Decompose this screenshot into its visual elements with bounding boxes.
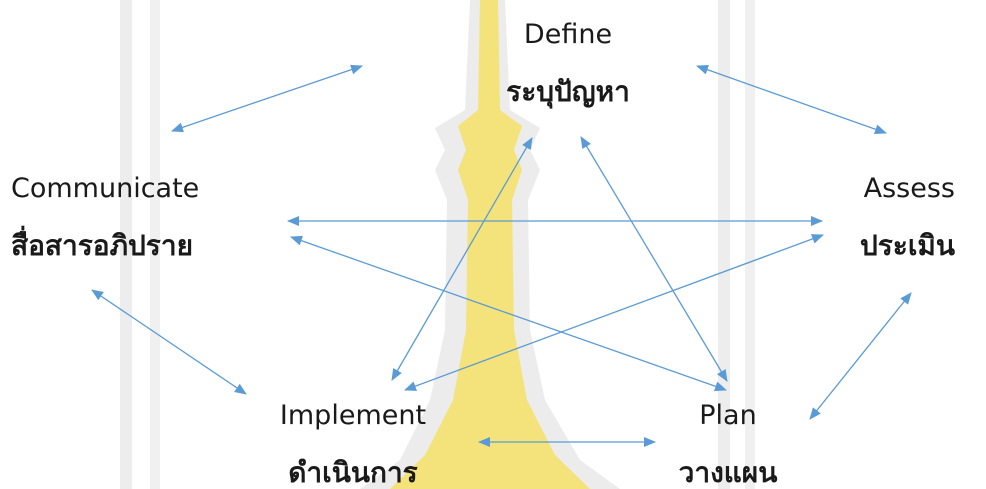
node-label-th: สื่อสารอภิปราย xyxy=(11,225,193,262)
node-implement: Implement ดำเนินการ xyxy=(280,400,426,489)
node-communicate: Communicate สื่อสารอภิปราย xyxy=(11,173,199,262)
arrow-define-communicate xyxy=(171,64,363,133)
node-label-en: Define xyxy=(524,19,612,50)
node-label-en: Plan xyxy=(699,400,756,431)
node-label-th: ดำเนินการ xyxy=(288,456,417,489)
node-label-th: วางแผน xyxy=(679,456,778,489)
node-plan: Plan วางแผน xyxy=(679,400,778,489)
watermark-stripe xyxy=(150,0,160,489)
arrow-assess-plan xyxy=(809,292,912,420)
node-label-en: Assess xyxy=(864,173,955,204)
node-label-th: ระบุปัญหา xyxy=(506,75,630,109)
arrow-define-assess xyxy=(696,64,887,135)
arrow-define-plan xyxy=(580,136,728,382)
background-watermark xyxy=(120,0,755,489)
node-assess: Assess ประเมิน xyxy=(860,173,955,262)
connection-arrows xyxy=(91,64,912,447)
node-label-th: ประเมิน xyxy=(860,229,955,262)
arrow-assess-implement xyxy=(404,234,824,391)
node-define: Define ระบุปัญหา xyxy=(506,19,630,109)
arrow-communicate-implement xyxy=(91,289,247,395)
node-label-en: Implement xyxy=(280,400,426,431)
node-label-en: Communicate xyxy=(11,173,199,204)
